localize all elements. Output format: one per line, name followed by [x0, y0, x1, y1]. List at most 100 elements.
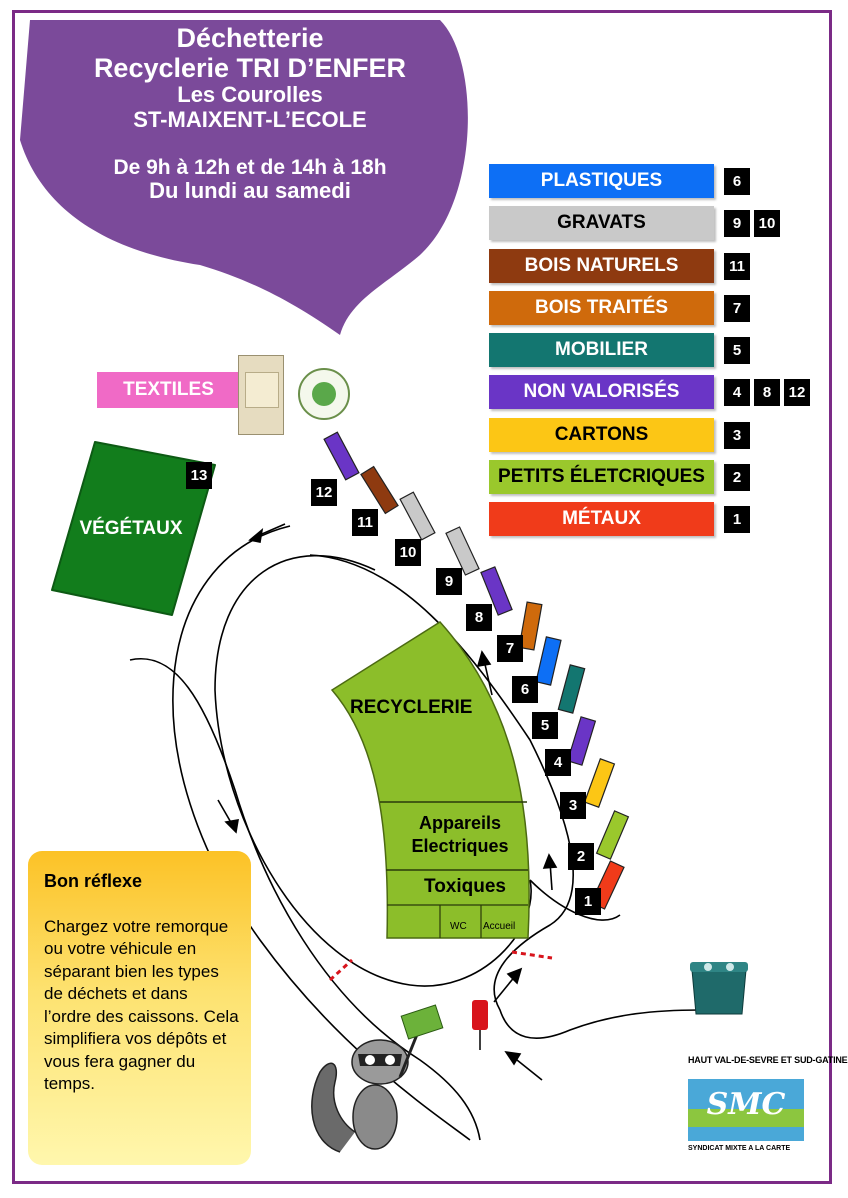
raccoon-ticket — [400, 1004, 444, 1040]
raccoon-arm — [398, 1031, 420, 1078]
legend-row: CARTONS 3 — [489, 418, 789, 452]
header-line2: Recyclerie TRI D’ENFER — [93, 52, 407, 83]
smc-logo: HAUT VAL-DE-SEVRE ET SUD-GATINE SMC SYND… — [688, 1055, 848, 1165]
arrow-head-2 — [224, 819, 239, 834]
container-slot — [566, 716, 597, 766]
slot-number: 3 — [560, 792, 586, 819]
appareils-line2: Electriques — [411, 836, 509, 857]
arrow-head-5 — [506, 967, 523, 985]
raccoon-mask — [358, 1054, 402, 1066]
container-slot — [557, 664, 586, 714]
traffic-arrows — [217, 523, 558, 1081]
legend-number: 1 — [724, 506, 750, 533]
legend-number: 6 — [724, 168, 750, 195]
textile-container-door — [245, 372, 279, 408]
legend-number: 3 — [724, 422, 750, 449]
slot-number: 10 — [395, 539, 421, 566]
legend-numbers: 1 — [724, 506, 750, 533]
vegetaux-label: VÉGÉTAUX — [79, 518, 183, 539]
gate-left — [328, 958, 354, 982]
container-slot — [480, 566, 513, 616]
container-slot — [399, 491, 436, 541]
container-slot — [518, 601, 543, 651]
bin-body — [691, 969, 747, 1015]
vegetaux-number: 13 — [186, 462, 212, 489]
bon-reflexe-box: Bon réflexe Chargez votre remorque ou vo… — [28, 851, 251, 1165]
vegetaux-area — [51, 441, 216, 616]
bin-hole-left — [704, 963, 712, 971]
container-slot — [360, 465, 399, 515]
raccoon-body — [352, 1084, 398, 1150]
raccoon-mascot-icon — [311, 1004, 444, 1153]
toxiques-label: Toxiques — [424, 876, 506, 897]
legend-number: 10 — [754, 210, 780, 237]
legend-row: BOIS TRAITÉS 7 — [489, 291, 789, 325]
legend-bar: CARTONS — [489, 418, 714, 452]
container-slot — [445, 526, 480, 576]
container-slot — [535, 636, 562, 686]
legend-row: BOIS NATURELS 11 — [489, 249, 789, 283]
legend-number: 4 — [724, 379, 750, 406]
header-line3: Les Courolles — [177, 82, 323, 108]
slot-number: 12 — [311, 479, 337, 506]
header-line4: ST-MAIXENT-L’ECOLE — [133, 106, 367, 132]
smc-bottom-text: SYNDICAT MIXTE A LA CARTE — [688, 1145, 791, 1152]
smc-logo-graphic: SMC — [688, 1079, 804, 1141]
slot-number: 9 — [436, 568, 462, 595]
legend-row: MOBILIER 5 — [489, 333, 789, 367]
road-inner-lane — [309, 554, 701, 1039]
container-slot — [595, 810, 630, 860]
smc-top-text: HAUT VAL-DE-SEVRE ET SUD-GATINE — [688, 1055, 848, 1065]
raccoon-eye-right — [385, 1055, 395, 1065]
textiles-label: TEXTILES — [97, 372, 240, 408]
barrier-icon — [472, 1000, 488, 1030]
accueil-label: Accueil — [483, 921, 516, 932]
legend-numbers: 11 — [724, 253, 750, 280]
road-left-lane — [129, 657, 481, 1141]
smc-logo-text: SMC — [706, 1087, 786, 1122]
arrow-5 — [493, 974, 517, 1003]
bin-hole-right — [726, 963, 734, 971]
slot-number: 5 — [532, 712, 558, 739]
legend-bar: GRAVATS — [489, 206, 714, 240]
legend-numbers: 3 — [724, 422, 750, 449]
legend-number: 12 — [784, 379, 810, 406]
appareils-electriques-label: Appareils Electriques — [395, 812, 525, 859]
legend-numbers: 2 — [724, 464, 750, 491]
raccoon-eye-left — [365, 1055, 375, 1065]
bon-reflexe-title: Bon réflexe — [44, 871, 143, 891]
slot-number: 11 — [352, 509, 378, 536]
eco-tlc-logo-center — [312, 382, 336, 406]
recycling-bin-icon — [690, 962, 748, 1015]
legend-bar: MÉTAUX — [489, 502, 714, 536]
road-inner-loop — [214, 554, 532, 987]
legend-bar: PLASTIQUES — [489, 164, 714, 198]
legend-numbers: 5 — [724, 337, 750, 364]
arrow-3 — [483, 659, 493, 696]
legend-bar: BOIS NATURELS — [489, 249, 714, 283]
recyclerie-label: RECYCLERIE — [350, 697, 473, 718]
smc-logo-band — [688, 1109, 804, 1127]
arrow-head-3 — [476, 650, 492, 667]
arrow-head-6 — [504, 1050, 522, 1066]
arrow-head-1 — [248, 528, 264, 543]
slot-number: 4 — [545, 749, 571, 776]
header-text: Déchetterie Recyclerie TRI D’ENFER Les C… — [30, 23, 470, 203]
legend-number: 9 — [724, 210, 750, 237]
arrow-head-4 — [542, 853, 558, 869]
appareils-line1: Appareils — [418, 813, 502, 833]
legend-numbers: 7 — [724, 295, 750, 322]
legend-number: 11 — [724, 253, 750, 280]
legend-bar: BOIS TRAITÉS — [489, 291, 714, 325]
legend-row: MÉTAUX 1 — [489, 502, 789, 536]
legend-number: 5 — [724, 337, 750, 364]
header-line1: Déchetterie — [176, 23, 324, 53]
raccoon-tail — [311, 1062, 356, 1153]
legend-bar: MOBILIER — [489, 333, 714, 367]
